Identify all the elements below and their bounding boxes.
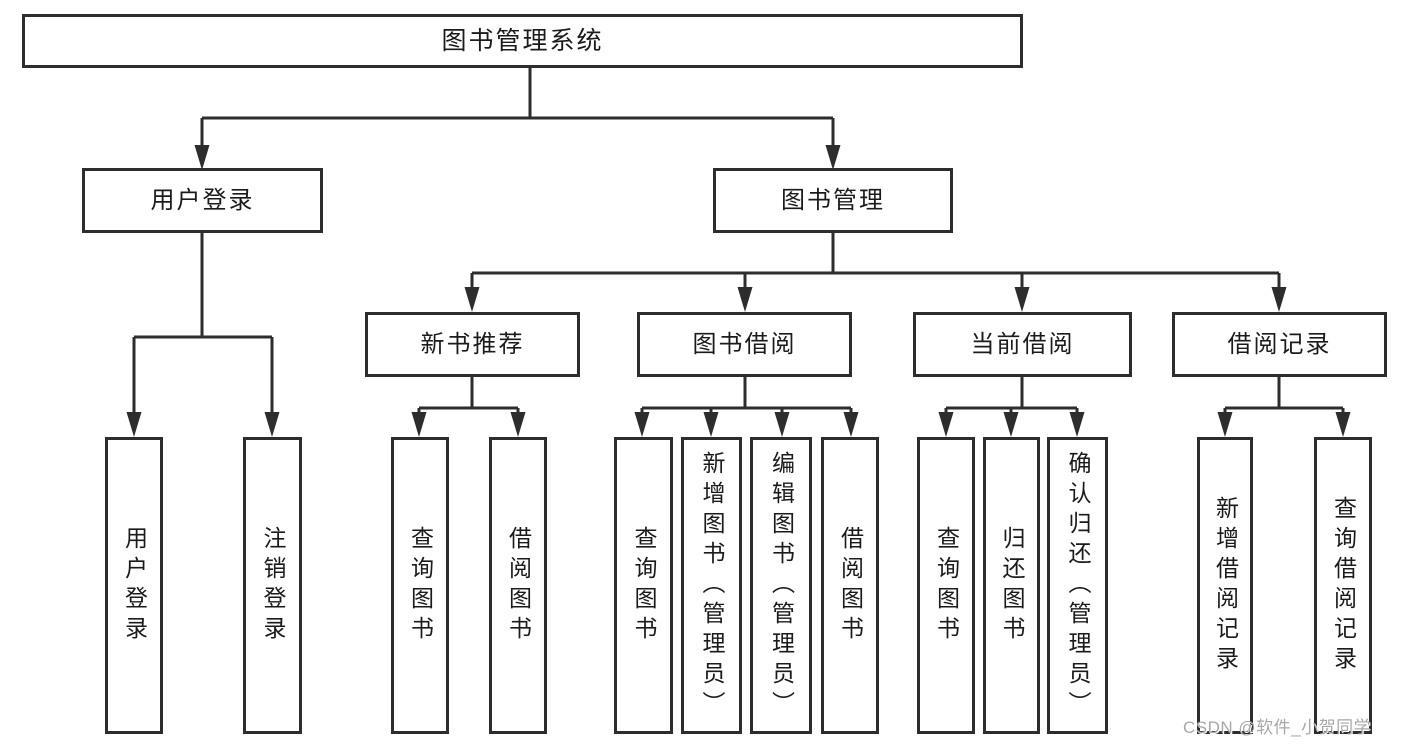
- node-current-borrowing: 当前借阅: [913, 312, 1132, 377]
- leaf-query-book-borrowing: 查询图书: [614, 437, 673, 734]
- node-book-management: 图书管理: [713, 168, 953, 233]
- leaf-query-book-current: 查询图书: [917, 437, 975, 734]
- leaf-user-login: 用户登录: [105, 437, 163, 734]
- arrowhead: [510, 412, 526, 437]
- arrowhead: [774, 412, 790, 437]
- arrowhead: [938, 412, 954, 437]
- arrowhead: [194, 145, 210, 170]
- node-user-login: 用户登录: [82, 168, 323, 233]
- leaf-logout: 注销登录: [243, 437, 302, 734]
- arrowhead: [634, 412, 650, 437]
- node-book-borrowing: 图书借阅: [637, 312, 852, 377]
- leaf-borrow-book: 借阅图书: [821, 437, 879, 734]
- arrowhead: [703, 412, 719, 437]
- leaf-borrow-book-recommend: 借阅图书: [489, 437, 547, 734]
- leaf-edit-book-admin: 编辑图书（管理员）: [750, 437, 812, 734]
- arrowhead: [264, 412, 280, 437]
- node-new-book-recommend: 新书推荐: [365, 312, 580, 377]
- arrowhead: [1217, 412, 1233, 437]
- arrowhead: [843, 412, 859, 437]
- arrowhead: [1069, 412, 1085, 437]
- csdn-watermark: CSDN @软件_小贺同学: [1183, 718, 1372, 737]
- leaf-confirm-return-admin: 确认归还（管理员）: [1047, 437, 1108, 734]
- arrowhead: [126, 412, 142, 437]
- arrowhead: [1335, 412, 1351, 437]
- leaf-add-borrow-record: 新增借阅记录: [1197, 437, 1253, 734]
- leaf-query-book-recommend: 查询图书: [391, 437, 449, 734]
- leaf-query-borrow-record: 查询借阅记录: [1314, 437, 1372, 734]
- arrowhead: [1271, 287, 1287, 312]
- arrowhead: [411, 412, 427, 437]
- leaf-add-book-admin: 新增图书（管理员）: [681, 437, 742, 734]
- leaf-return-book: 归还图书: [983, 437, 1040, 734]
- node-library-system: 图书管理系统: [22, 14, 1023, 68]
- arrowhead: [1014, 287, 1030, 312]
- node-borrowing-records: 借阅记录: [1172, 312, 1387, 377]
- arrowhead: [464, 287, 480, 312]
- arrowhead: [825, 145, 841, 170]
- arrowhead: [1003, 412, 1019, 437]
- arrowhead: [737, 287, 753, 312]
